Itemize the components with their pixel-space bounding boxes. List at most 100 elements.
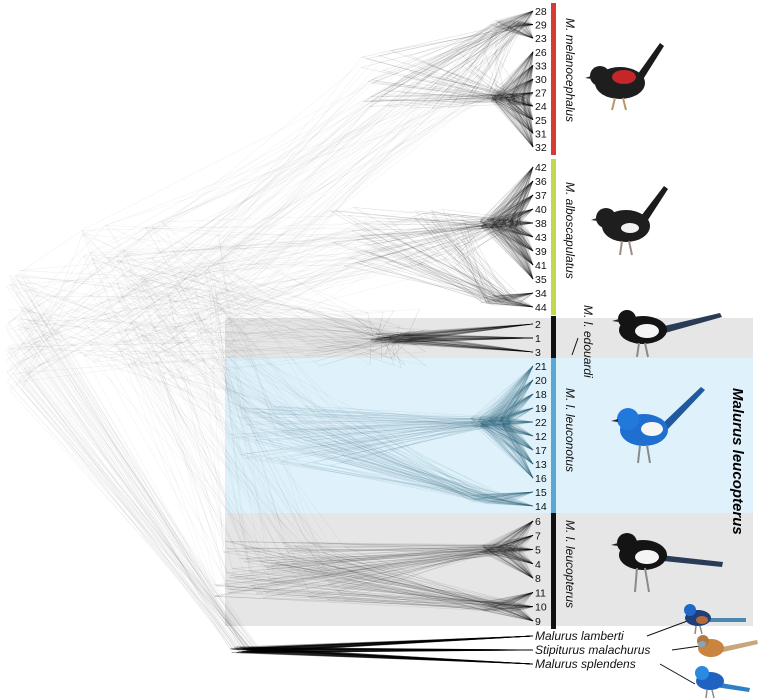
tree-branch	[6, 354, 241, 653]
tree-branch	[210, 262, 387, 370]
tree-branch	[330, 465, 497, 504]
tree-branch	[480, 226, 534, 266]
tree-branch	[518, 218, 534, 224]
tree-branch	[481, 423, 534, 451]
tree-branch	[522, 65, 534, 99]
tree-branch	[518, 551, 534, 579]
tree-branch	[514, 180, 534, 226]
tree-branch	[500, 419, 534, 479]
tree-branch	[162, 215, 349, 223]
tree-branch	[120, 294, 309, 597]
tree-branch	[481, 222, 534, 227]
tree-branch	[259, 649, 534, 665]
tree-branch	[494, 365, 534, 422]
tree-branch	[210, 68, 470, 343]
tree-branch	[491, 592, 534, 605]
tree-branch	[487, 520, 534, 551]
tree-branch	[488, 292, 534, 301]
tree-branch	[496, 498, 534, 507]
tree-branch	[506, 520, 534, 545]
outgroup-label-lamberti: Malurus lamberti	[535, 629, 624, 643]
tree-branch	[361, 26, 499, 58]
tree-branch	[511, 220, 534, 238]
tree-branch	[394, 236, 517, 305]
tree-branch	[498, 208, 534, 224]
tree-branch	[501, 420, 534, 423]
tree-branch	[496, 548, 534, 565]
tree-branch	[341, 418, 480, 455]
tree-branch	[479, 365, 534, 423]
tree-branch	[513, 602, 534, 622]
tree-branch	[522, 98, 534, 107]
tree-branch	[481, 551, 534, 579]
tree-branch	[486, 407, 534, 426]
tree-branch	[496, 292, 534, 304]
tree-branch	[502, 24, 534, 29]
tree-branch	[480, 208, 534, 223]
tree-branch	[490, 546, 534, 565]
tree-branch	[120, 351, 347, 456]
tree-branch	[492, 218, 534, 238]
tree-branch	[507, 520, 534, 552]
tree-branch	[120, 261, 392, 359]
tree-branch	[247, 635, 534, 649]
tree-branch	[174, 285, 323, 553]
tree-branch	[345, 578, 489, 606]
tree-branch	[503, 300, 534, 308]
tree-branch	[495, 51, 534, 103]
tree-branch	[274, 550, 508, 564]
tree-branch	[506, 553, 534, 565]
tree-branch	[214, 301, 342, 337]
tree-branch	[371, 333, 399, 344]
tree-branch	[469, 23, 504, 69]
tree-branch	[502, 592, 534, 603]
tip-label: 25	[535, 115, 547, 127]
tree-branch	[492, 592, 534, 612]
tree-branch	[502, 78, 534, 95]
tree-branch	[495, 491, 534, 503]
tree-branch	[480, 423, 534, 479]
tree-branch	[394, 224, 486, 238]
tree-branch	[485, 365, 534, 426]
tree-branch	[503, 550, 534, 579]
tree-branch	[510, 547, 534, 550]
tree-branch	[498, 21, 534, 25]
tree-branch	[505, 423, 534, 465]
tree-branch	[485, 21, 512, 94]
tree-branch	[506, 553, 534, 579]
tree-branch	[498, 420, 534, 479]
tree-branch	[115, 344, 342, 455]
tree-branch	[480, 194, 534, 227]
tree-branch	[479, 393, 534, 420]
tree-branch	[507, 602, 534, 608]
tree-branch	[480, 220, 534, 266]
tree-branch	[505, 365, 534, 418]
tree-branch	[510, 535, 534, 549]
tree-branch	[528, 100, 534, 120]
tree-branch	[508, 535, 534, 553]
tree-branch	[499, 420, 534, 451]
tree-branch	[480, 208, 534, 222]
tree-branch	[405, 323, 534, 337]
tip-label: 38	[535, 218, 547, 230]
tree-branch	[496, 365, 534, 418]
tree-branch	[508, 520, 534, 549]
tree-branch	[494, 99, 534, 134]
tree-branch	[248, 635, 534, 648]
tree-branch	[247, 635, 534, 652]
tree-branch	[506, 604, 534, 622]
tree-branch	[488, 520, 534, 551]
tree-branch	[511, 219, 534, 224]
tree-branch	[250, 651, 534, 665]
tree-branch	[397, 335, 534, 339]
tree-branch	[496, 502, 534, 507]
tip-label: 28	[535, 6, 547, 18]
tree-branch	[250, 652, 534, 665]
tree-branch	[341, 453, 497, 504]
tree-branch	[473, 495, 534, 507]
tree-branch	[508, 10, 534, 28]
tree-branch	[330, 421, 502, 466]
tree-branch	[252, 635, 534, 651]
tree-branch	[510, 220, 534, 224]
tree-branch	[500, 393, 534, 420]
